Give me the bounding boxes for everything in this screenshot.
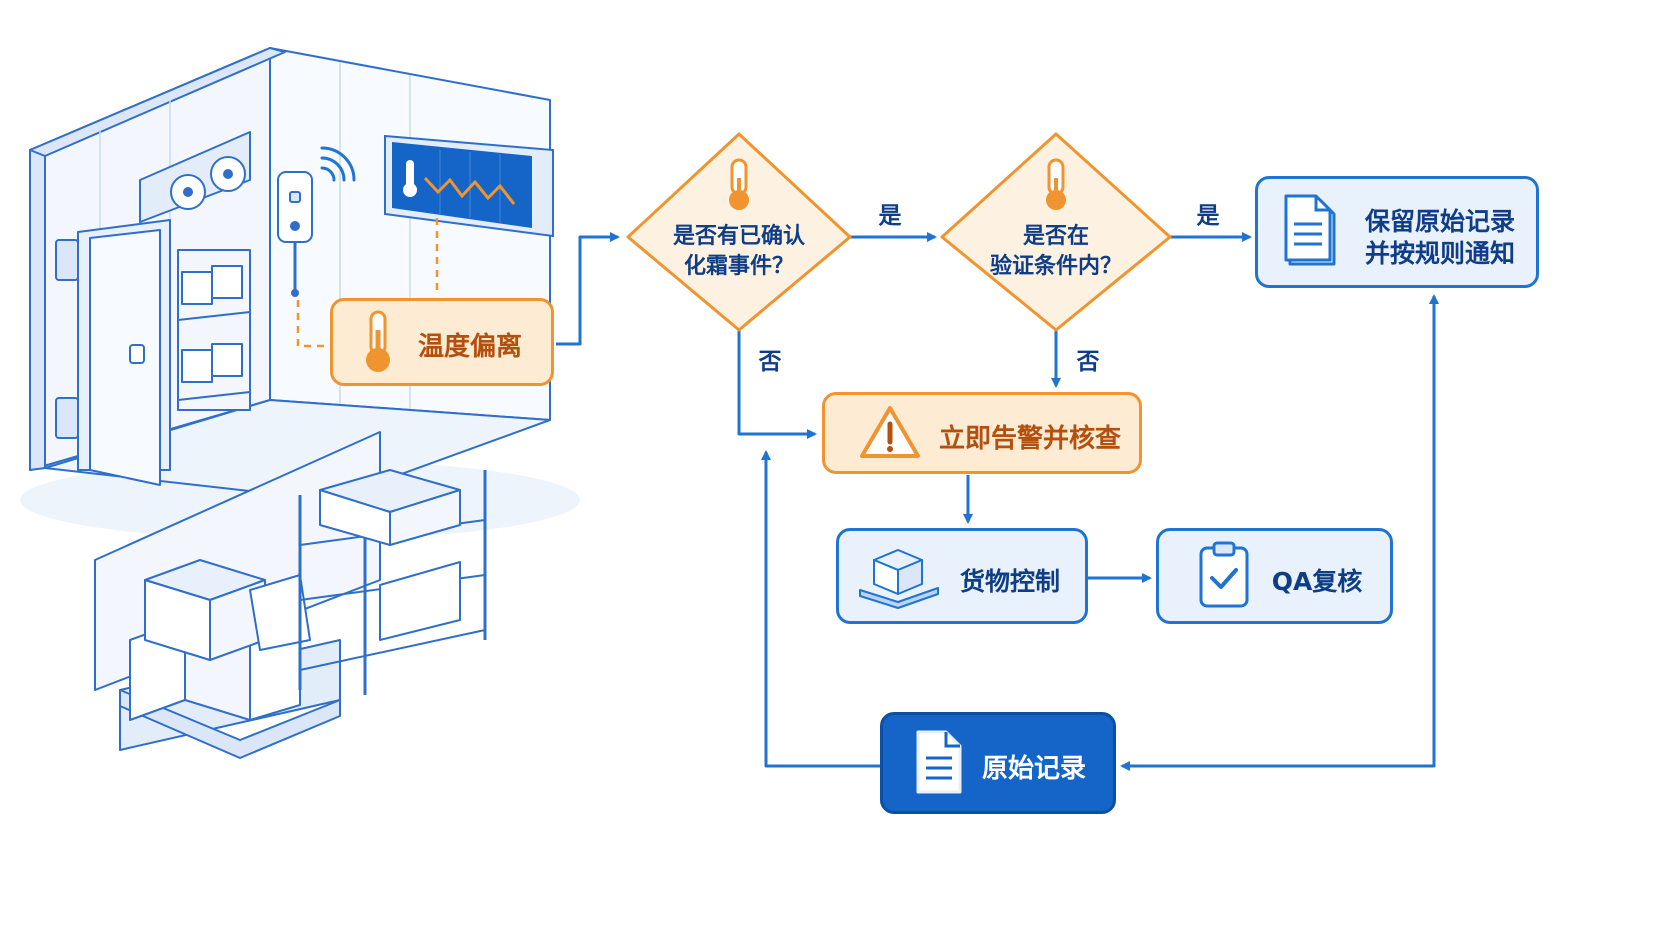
pallet-boxes-icon <box>859 549 939 609</box>
edge-no-label: 否 <box>758 349 782 375</box>
temperature-monitor-icon <box>384 134 554 238</box>
thermometer-icon <box>729 158 749 210</box>
decision-validation-diamond <box>940 132 1172 332</box>
raw-record-label: 原始记录 <box>981 754 1086 784</box>
thermometer-icon <box>1046 158 1066 210</box>
decision-validation-label-line2: 验证条件内？ <box>989 254 1122 279</box>
qa-review-label: QA复核 <box>1271 567 1363 596</box>
edge-yes-label: 是 <box>1196 203 1220 229</box>
decision-frost-diamond <box>626 132 852 332</box>
qa-review-box <box>1156 528 1393 624</box>
document-icon <box>1284 194 1336 266</box>
decision-frost-label-line2: 化霜事件？ <box>683 254 794 279</box>
decision-frost-label-line1: 是否有已确认 <box>672 224 805 249</box>
temp-deviation-box <box>330 298 554 386</box>
alarm-check-label: 立即告警并核查 <box>938 424 1121 454</box>
document-icon <box>916 730 962 794</box>
alarm-check-box <box>822 392 1142 474</box>
goods-control-label: 货物控制 <box>959 567 1060 596</box>
warning-icon <box>860 406 920 458</box>
clipboard-check-icon <box>1199 541 1249 608</box>
edge-no-label: 否 <box>1076 349 1100 375</box>
thermometer-icon <box>366 310 390 372</box>
decision-validation-label-line1: 是否在 <box>1022 224 1089 249</box>
wireless-signal-icon <box>320 146 356 182</box>
keep-record-label-line2: 并按规则通知 <box>1364 239 1515 268</box>
keep-record-label-line1: 保留原始记录 <box>1364 207 1515 236</box>
edge-yes-label: 是 <box>878 203 902 229</box>
temp-deviation-label: 温度偏离 <box>417 332 522 362</box>
